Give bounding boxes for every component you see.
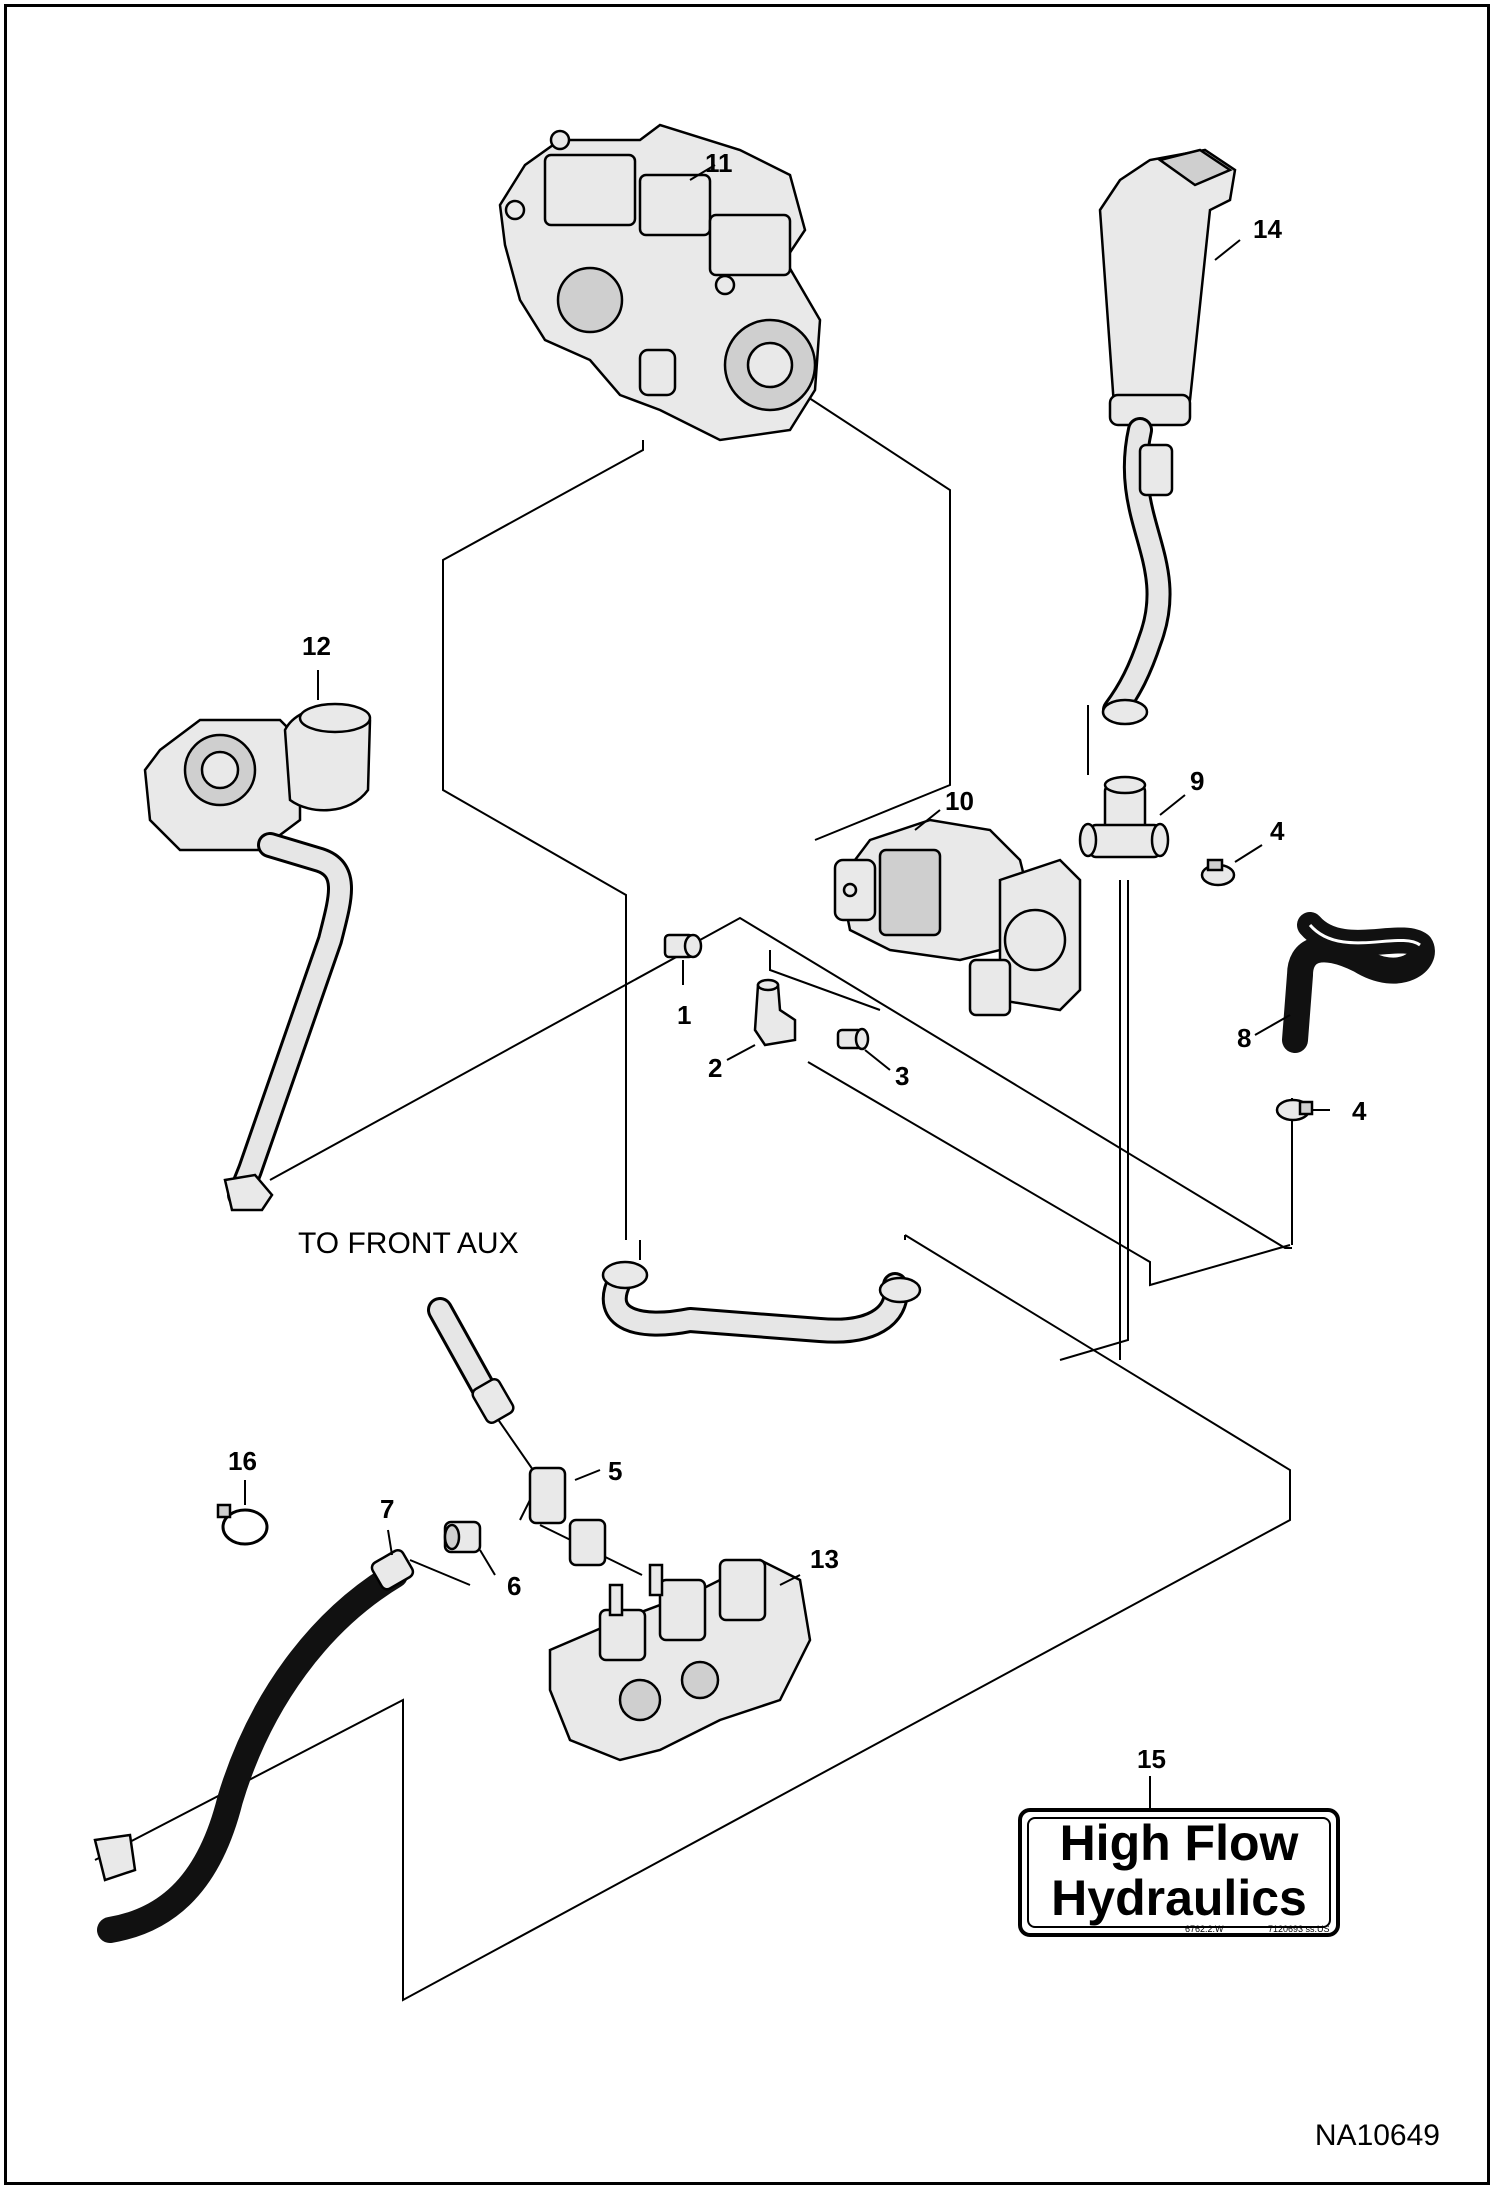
callout-2: 2 — [708, 1053, 722, 1083]
route-line-pump-to-charge-pump — [799, 391, 951, 841]
callout-12: 12 — [302, 631, 331, 661]
callout-4-upper: 4 — [1270, 816, 1285, 846]
callout-10: 10 — [945, 786, 974, 816]
callout-5: 5 — [608, 1456, 622, 1486]
hose-8 — [1282, 912, 1435, 1053]
callout-16: 16 — [228, 1446, 257, 1476]
charge-pump-12 — [143, 702, 372, 1212]
decal-line-1: High Flow — [1060, 1815, 1299, 1871]
fitting-3 — [836, 1027, 870, 1051]
drawing-number: NA10649 — [1315, 2119, 1440, 2152]
fitting-1 — [663, 933, 703, 959]
tee-fitting-9 — [1078, 775, 1170, 859]
callout-7: 7 — [380, 1494, 394, 1524]
control-valve-13 — [548, 1558, 812, 1762]
route-line-6-to-7 — [409, 1559, 471, 1586]
callout-11: 11 — [705, 148, 733, 178]
hose-clamp-4-upper — [1200, 858, 1236, 887]
callout-labels: 11 14 12 10 9 4 8 4 1 2 3 5 6 7 16 13 15 — [228, 148, 1367, 1774]
callout-14: 14 — [1253, 214, 1282, 244]
front-aux-caption: TO FRONT AUX — [298, 1227, 519, 1260]
callout-9: 9 — [1190, 766, 1204, 796]
route-line-valve-to-case-drain — [94, 1234, 1291, 2002]
decal-15: High Flow Hydraulics 6762.2.W 7120693 ss… — [1018, 1808, 1340, 1937]
route-line-fitting3 — [807, 1061, 1291, 1287]
elbow-fitting-2 — [753, 978, 797, 1047]
decal-line-2: Hydraulics — [1051, 1870, 1307, 1926]
callout-4-lower: 4 — [1352, 1096, 1367, 1126]
hose-clamp-4-lower — [1275, 1098, 1314, 1122]
drawing-border — [4, 4, 1490, 2185]
callout-6: 6 — [507, 1571, 521, 1601]
routing-lines — [94, 391, 1293, 2002]
hydrostatic-pump-11 — [498, 123, 822, 442]
route-line-fitting1-to-hose12 — [269, 954, 681, 1181]
fitting-5 — [528, 1466, 607, 1567]
clamp-16 — [216, 1503, 269, 1546]
gear-pump-10 — [833, 818, 1082, 1017]
hose-7 — [93, 1548, 415, 1943]
decal-small-right: 7120693 ss.US — [1268, 1924, 1330, 1934]
route-line-fitting1-to-hose8 — [699, 916, 1292, 1249]
route-line-pump-to-lower-hose — [442, 440, 644, 1240]
callout-3: 3 — [895, 1061, 909, 1091]
hydraulic-reservoir-14 — [1098, 148, 1237, 726]
front-aux-hose — [427, 1297, 515, 1425]
callout-13: 13 — [810, 1544, 839, 1574]
callout-1: 1 — [677, 1000, 691, 1030]
route-line-tee-down-2 — [1059, 880, 1129, 1361]
callout-15: 15 — [1137, 1744, 1166, 1774]
callout-8: 8 — [1237, 1023, 1251, 1053]
adapter-6 — [443, 1520, 482, 1554]
decal-small-left: 6762.2.W — [1185, 1924, 1224, 1934]
leader-lines — [244, 164, 1330, 1808]
lower-hose — [601, 1260, 922, 1344]
route-line-fitting2 — [769, 950, 881, 1011]
